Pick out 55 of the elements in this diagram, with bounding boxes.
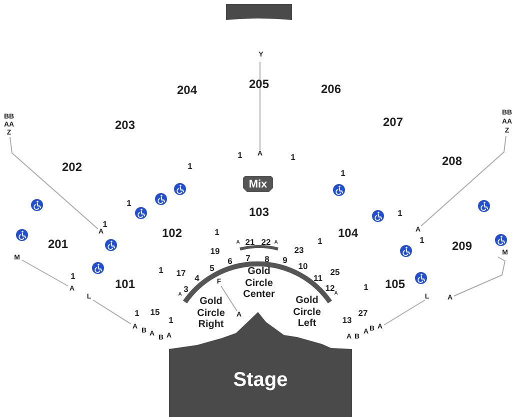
area-label: Mix <box>248 179 268 190</box>
section-number: 201 <box>48 238 68 250</box>
seat-number: 1 <box>134 308 140 318</box>
seat-number: 23 <box>294 246 304 254</box>
seat-number: 1 <box>168 316 174 324</box>
area-label: Stage <box>233 370 288 390</box>
seat-number: 22 <box>261 238 271 246</box>
section-number: 208 <box>442 155 462 167</box>
seat-number: 1 <box>290 152 296 162</box>
section-number: 101 <box>114 278 136 290</box>
section-number: 103 <box>248 206 270 218</box>
seat-number: 17 <box>176 268 186 278</box>
seat-number: 4 <box>194 274 200 282</box>
seat-number: 10 <box>298 262 308 270</box>
seat-number: 1 <box>340 168 346 178</box>
seat-number: 1 <box>238 150 242 160</box>
seat-number: 1 <box>420 236 424 244</box>
seat-number: 1 <box>398 208 402 218</box>
section-number: 206 <box>320 83 342 95</box>
section-number: 205 <box>248 78 270 90</box>
section-number: 102 <box>162 227 182 239</box>
seat-number: 5 <box>210 264 214 272</box>
seat-number: 12 <box>325 284 335 292</box>
seat-number: 1 <box>214 228 220 236</box>
seat-number: 1 <box>364 282 368 292</box>
area-label: Gold Circle Left <box>292 294 322 330</box>
mix-booth <box>243 176 273 193</box>
seat-number: 7 <box>246 254 250 262</box>
seat-number: 1 <box>126 198 132 208</box>
section-number: 207 <box>382 116 404 128</box>
section-number: 209 <box>452 240 472 252</box>
seat-number: 1 <box>318 236 322 246</box>
seat-number: 1 <box>158 266 164 274</box>
section-number: 202 <box>62 161 82 173</box>
seat-number: 13 <box>342 316 352 324</box>
seat-number: 27 <box>358 308 368 318</box>
seat-number: 19 <box>210 246 220 256</box>
area-label: Gold Circle Center <box>242 266 276 300</box>
section-number: 204 <box>176 84 198 96</box>
seat-number: 1 <box>70 272 76 280</box>
seat-number: 3 <box>184 284 188 294</box>
area-label: Gold Circle Right <box>196 296 226 330</box>
seat-number: 21 <box>245 238 255 246</box>
seat-number: 1 <box>188 162 192 170</box>
seat-number: 11 <box>314 274 322 282</box>
seating-block <box>226 4 292 21</box>
section-number: 203 <box>114 119 136 131</box>
section-number: 105 <box>384 278 406 290</box>
seat-number: 1 <box>102 220 108 228</box>
seat-number: 15 <box>150 308 160 316</box>
seat-number: 9 <box>282 256 288 264</box>
seat-number: 8 <box>264 254 270 264</box>
section-number: 104 <box>338 227 358 239</box>
seat-number: 25 <box>330 268 340 276</box>
seat-number: 6 <box>228 256 232 266</box>
